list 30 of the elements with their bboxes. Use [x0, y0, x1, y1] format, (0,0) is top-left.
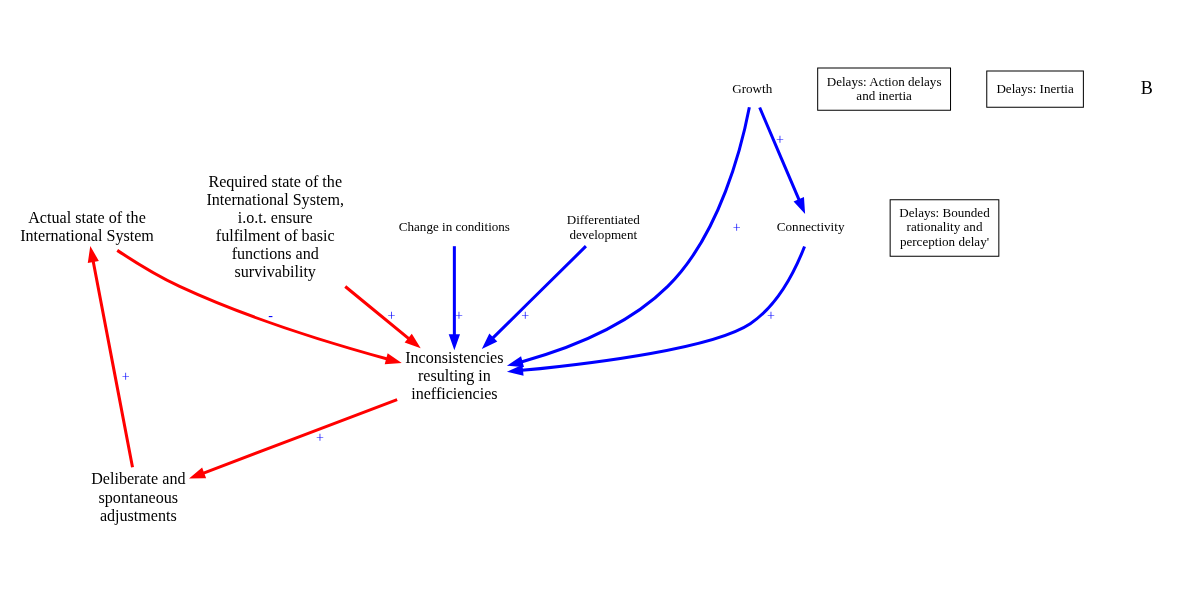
node-text: Connectivity — [776, 218, 845, 234]
node-box: Delays: Inertia — [986, 70, 1084, 108]
arrow — [344, 284, 421, 348]
edge-label: + — [454, 306, 463, 323]
arrow — [116, 248, 402, 364]
arrow — [87, 245, 134, 468]
arrow — [506, 106, 751, 367]
edge-label: + — [775, 130, 784, 147]
edge-label: + — [521, 306, 530, 323]
node-text: Deliberate and spontaneous adjustments — [91, 469, 186, 524]
edge-label: + — [732, 218, 741, 235]
node-text: Growth — [732, 80, 773, 96]
edge-label: + — [387, 306, 396, 323]
node-text: Required state of the International System, i.o.t. ensure fulfilment of basic functions and survivability — [206, 172, 345, 280]
node-text: Actual state of the International System — [20, 208, 154, 244]
node-box: Delays: Bounded rationality and perception delay' — [889, 198, 1000, 257]
node-text: Inconsistencies resulting in inefficiencies — [405, 348, 504, 402]
node-text: Change in conditions — [398, 218, 510, 234]
arrow — [506, 245, 806, 376]
label: B — [1140, 77, 1153, 98]
arrow — [758, 106, 806, 214]
edge-label: + — [316, 428, 324, 445]
arrow — [448, 245, 460, 350]
edge-label: + — [766, 306, 775, 323]
node-text: Differentiated development — [566, 211, 640, 242]
edge-label: - — [268, 306, 274, 323]
arrow — [481, 244, 587, 349]
arrow — [189, 397, 398, 479]
node-box: Delays: Action delays and inertia — [817, 67, 952, 111]
edge-label: + — [121, 367, 130, 384]
